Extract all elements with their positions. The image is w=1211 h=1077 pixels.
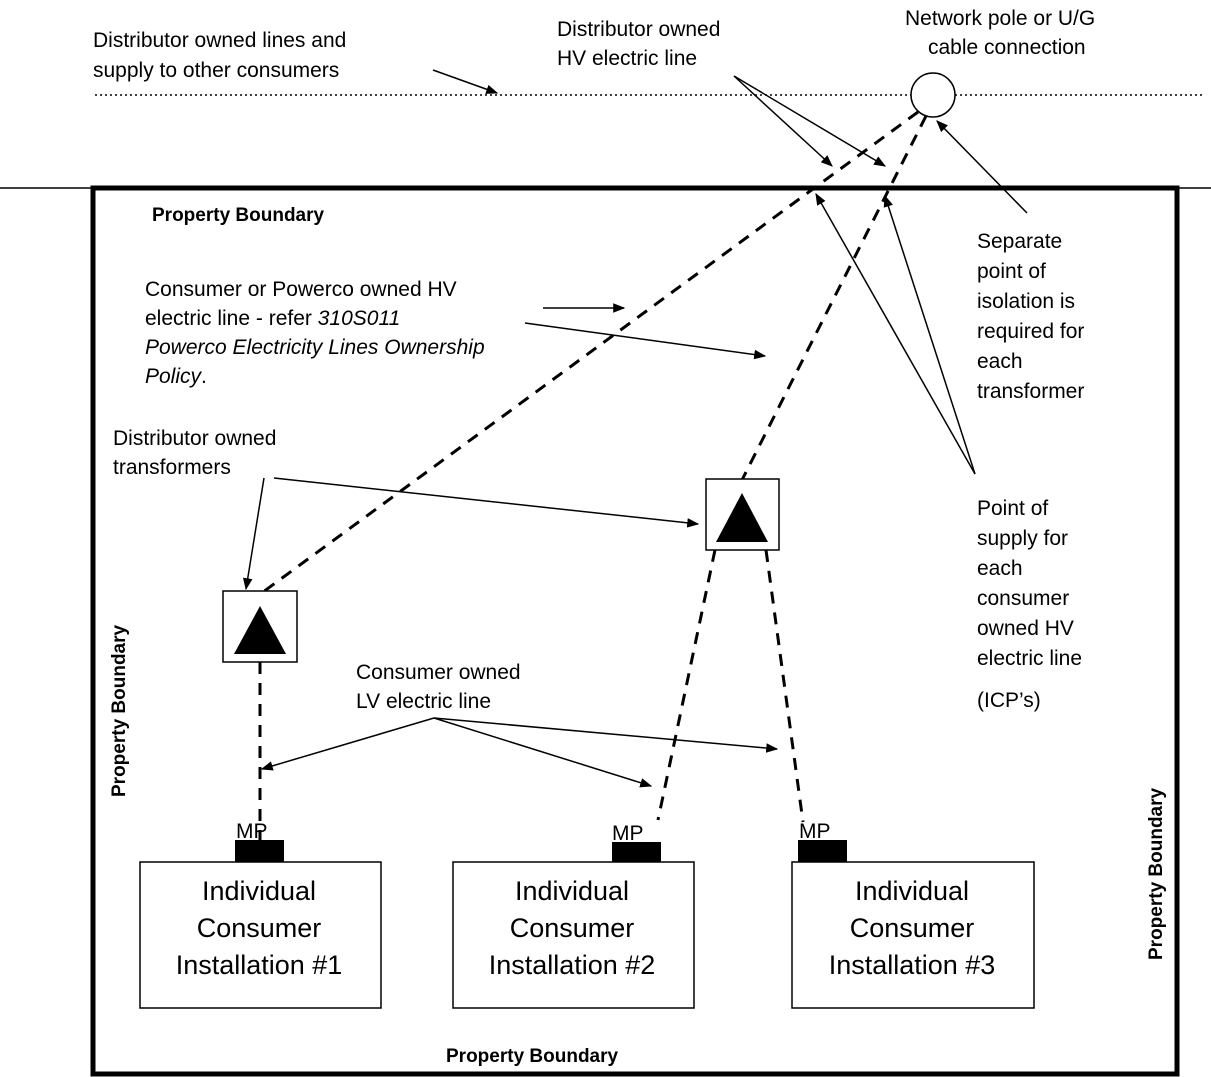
arrow-dist-lines — [432, 69, 499, 94]
installation-3-line-3: Installation #3 — [829, 950, 996, 980]
transformer-icon — [716, 493, 768, 542]
arrow-dist-hv-b — [733, 75, 887, 167]
dist-lines-label-1: Distributor owned lines and — [93, 29, 346, 52]
lv-line-installation-3 — [764, 549, 805, 823]
installation-3: Individual Consumer Installation #3 — [791, 861, 1035, 1009]
arrow-lv-3 — [433, 717, 779, 753]
consumer-lv-label-1: Consumer owned — [356, 661, 521, 684]
installation-2-line-2: Consumer — [510, 913, 635, 943]
hv-line-to-transformer-2 — [740, 115, 928, 481]
consumer-hv-label-2-italic: 310S011 — [318, 307, 401, 330]
point-of-supply-label-1: Point of — [977, 497, 1048, 520]
property-boundary-right: Property Boundary — [1146, 787, 1167, 960]
dist-lines-label-2: supply to other consumers — [93, 59, 339, 82]
arrow-isolation — [936, 120, 1028, 214]
installation-1-line-3: Installation #1 — [176, 950, 343, 980]
transformer-2 — [705, 478, 780, 551]
transformer-icon — [234, 606, 286, 654]
mp-label-2: MP — [612, 822, 644, 845]
hv-line-to-transformer-1 — [262, 110, 919, 594]
property-boundary-box — [90, 185, 1180, 1077]
dist-hv-label-2: HV electric line — [557, 47, 697, 70]
installation-2-line-3: Installation #2 — [489, 950, 656, 980]
installation-2-line-1: Individual — [515, 876, 629, 906]
installation-1: Individual Consumer Installation #1 — [139, 861, 382, 1009]
isolation-label-6: transformer — [977, 380, 1084, 403]
dist-hv-label-1: Distributor owned — [557, 18, 720, 41]
point-of-supply-label-3: each — [977, 557, 1023, 580]
point-of-supply-label-4: consumer — [977, 587, 1069, 610]
mp-label-1: MP — [236, 820, 268, 843]
consumer-hv-label-4-italic: Policy — [145, 365, 203, 388]
arrow-transformer-1 — [242, 477, 265, 591]
point-of-supply-label-2: supply for — [977, 527, 1068, 550]
point-of-supply-label-6: electric line — [977, 647, 1082, 670]
installation-3-line-1: Individual — [855, 876, 969, 906]
consumer-hv-label-3: Powerco Electricity Lines Ownership — [145, 336, 485, 359]
isolation-label-3: isolation is — [977, 290, 1075, 313]
dist-transformers-label-2: transformers — [113, 456, 231, 479]
isolation-label-5: each — [977, 350, 1023, 373]
arrow-supply-a — [815, 192, 976, 475]
isolation-label-2: point of — [977, 260, 1046, 283]
dist-transformers-label-1: Distributor owned — [113, 427, 276, 450]
consumer-hv-label-2-text: electric line - refer — [145, 307, 318, 330]
meter-point-1 — [235, 840, 284, 862]
arrow-supply-b — [883, 194, 976, 475]
transformer-1 — [222, 590, 298, 663]
arrow-transformer-2 — [273, 477, 700, 528]
consumer-lv-label-2: LV electric line — [356, 690, 491, 713]
consumer-hv-label-4-end: . — [201, 365, 207, 388]
property-boundary-top: Property Boundary — [152, 205, 325, 226]
lv-line-installation-2 — [656, 549, 717, 821]
network-pole — [910, 72, 956, 118]
property-boundary-bottom: Property Boundary — [446, 1046, 619, 1067]
installation-3-line-2: Consumer — [850, 913, 975, 943]
consumer-hv-label-2: electric line - refer 310S011 — [145, 307, 400, 330]
installation-1-line-2: Consumer — [197, 913, 322, 943]
network-pole-label-2: cable connection — [928, 36, 1086, 59]
consumer-hv-label-1: Consumer or Powerco owned HV — [145, 278, 457, 301]
installation-1-line-1: Individual — [202, 876, 316, 906]
annotation-arrows — [242, 69, 1028, 788]
isolation-label-1: Separate — [977, 230, 1062, 253]
arrow-lv-2 — [433, 717, 653, 788]
consumer-hv-label-4: Policy. — [145, 365, 207, 388]
network-pole-label-1: Network pole or U/G — [905, 7, 1095, 30]
isolation-label-4: required for — [977, 320, 1084, 343]
point-of-supply-label-5: owned HV — [977, 617, 1074, 640]
arrow-lv-1 — [260, 717, 435, 771]
meter-point-2 — [612, 842, 661, 864]
point-of-supply-label-7: (ICP’s) — [977, 689, 1041, 712]
arrow-dist-hv-a — [733, 75, 833, 167]
installation-2: Individual Consumer Installation #2 — [452, 861, 695, 1009]
mp-label-3: MP — [799, 820, 831, 843]
meter-point-3 — [798, 840, 847, 862]
property-boundary-left: Property Boundary — [109, 624, 130, 797]
arrow-consumer-hv-b — [524, 322, 767, 360]
